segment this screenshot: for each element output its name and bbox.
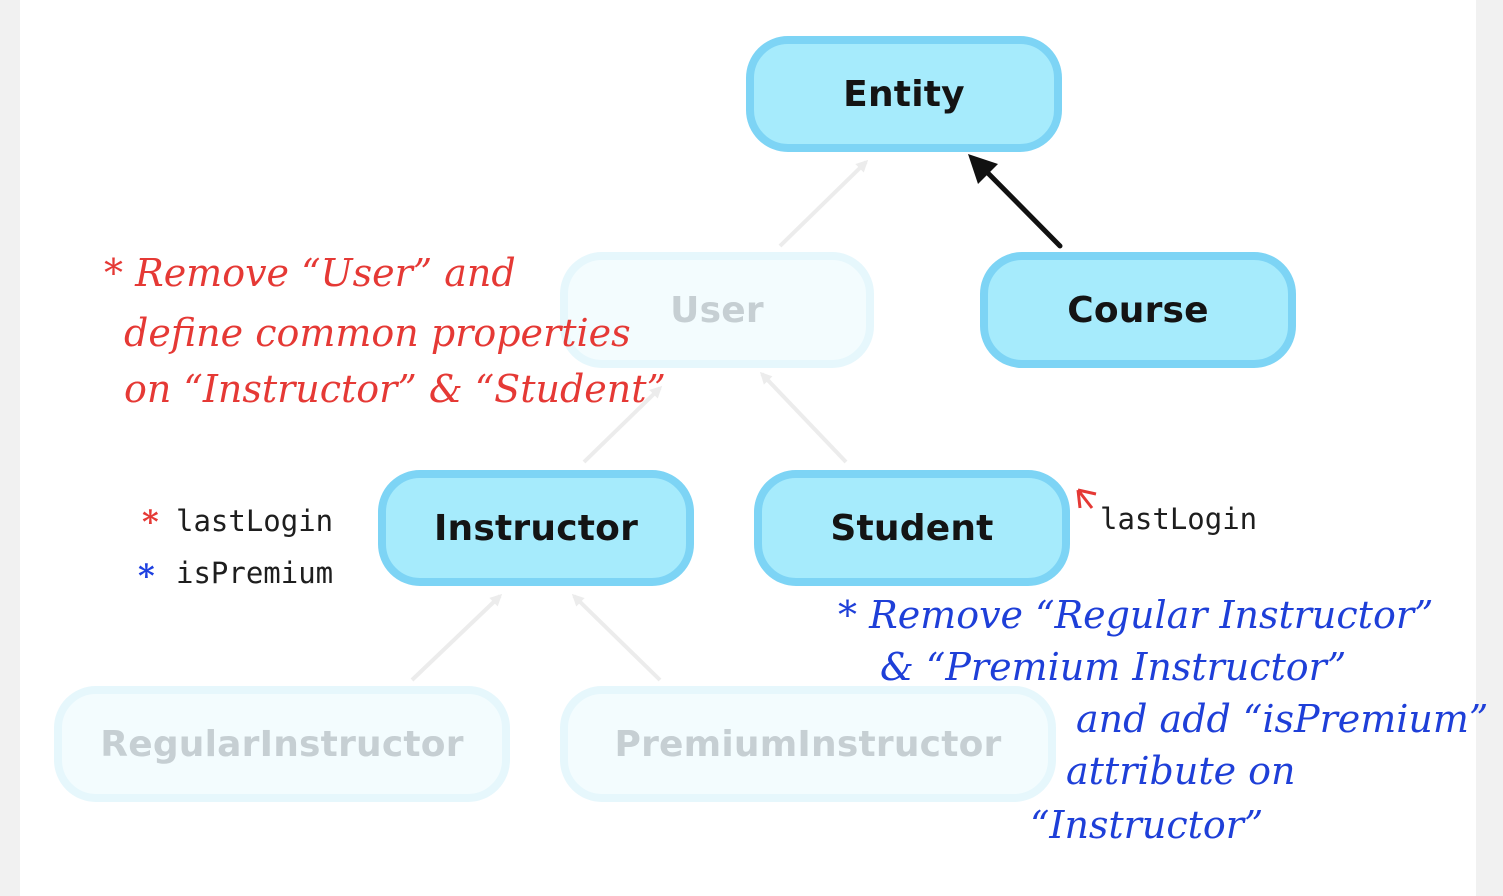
entity-node: Entity bbox=[746, 36, 1062, 152]
instructor-node-label: Instructor bbox=[433, 507, 639, 549]
blue-annotation-line-1: * Remove “Regular Instructor” bbox=[838, 593, 1434, 637]
instructor-node: Instructor bbox=[378, 470, 694, 586]
user-node-label: User bbox=[670, 289, 764, 331]
premium-instructor-node: PremiumInstructor bbox=[560, 686, 1056, 802]
student-attr-last-login: lastLogin bbox=[1100, 502, 1258, 536]
blue-annotation-line-5: “Instructor” bbox=[1030, 803, 1264, 847]
instructor-attr-is-premium: isPremium bbox=[176, 556, 334, 590]
red-annotation-line-1: * Remove “User” and bbox=[104, 251, 516, 295]
course-node-label: Course bbox=[1067, 289, 1209, 331]
entity-node-label: Entity bbox=[843, 73, 965, 115]
student-node: Student bbox=[754, 470, 1070, 586]
premium-instructor-node-label: PremiumInstructor bbox=[614, 723, 1002, 765]
instructor-attr-last-login: lastLogin bbox=[176, 504, 334, 538]
red-annotation-line-3: on “Instructor” & “Student” bbox=[124, 367, 666, 411]
red-annotation-line-2: define common properties bbox=[124, 311, 631, 355]
blue-asterisk-icon: * bbox=[138, 557, 155, 595]
red-asterisk-icon: * bbox=[142, 503, 159, 541]
student-node-label: Student bbox=[830, 507, 994, 549]
blue-annotation-line-2: & “Premium Instructor” bbox=[880, 645, 1347, 689]
course-node: Course bbox=[980, 252, 1296, 368]
user-node: User bbox=[560, 252, 874, 368]
blue-annotation-line-4: attribute on bbox=[1066, 749, 1296, 793]
regular-instructor-node-label: RegularInstructor bbox=[100, 723, 464, 765]
regular-instructor-node: RegularInstructor bbox=[54, 686, 510, 802]
blue-annotation-line-3: and add “isPremium” bbox=[1076, 697, 1489, 741]
